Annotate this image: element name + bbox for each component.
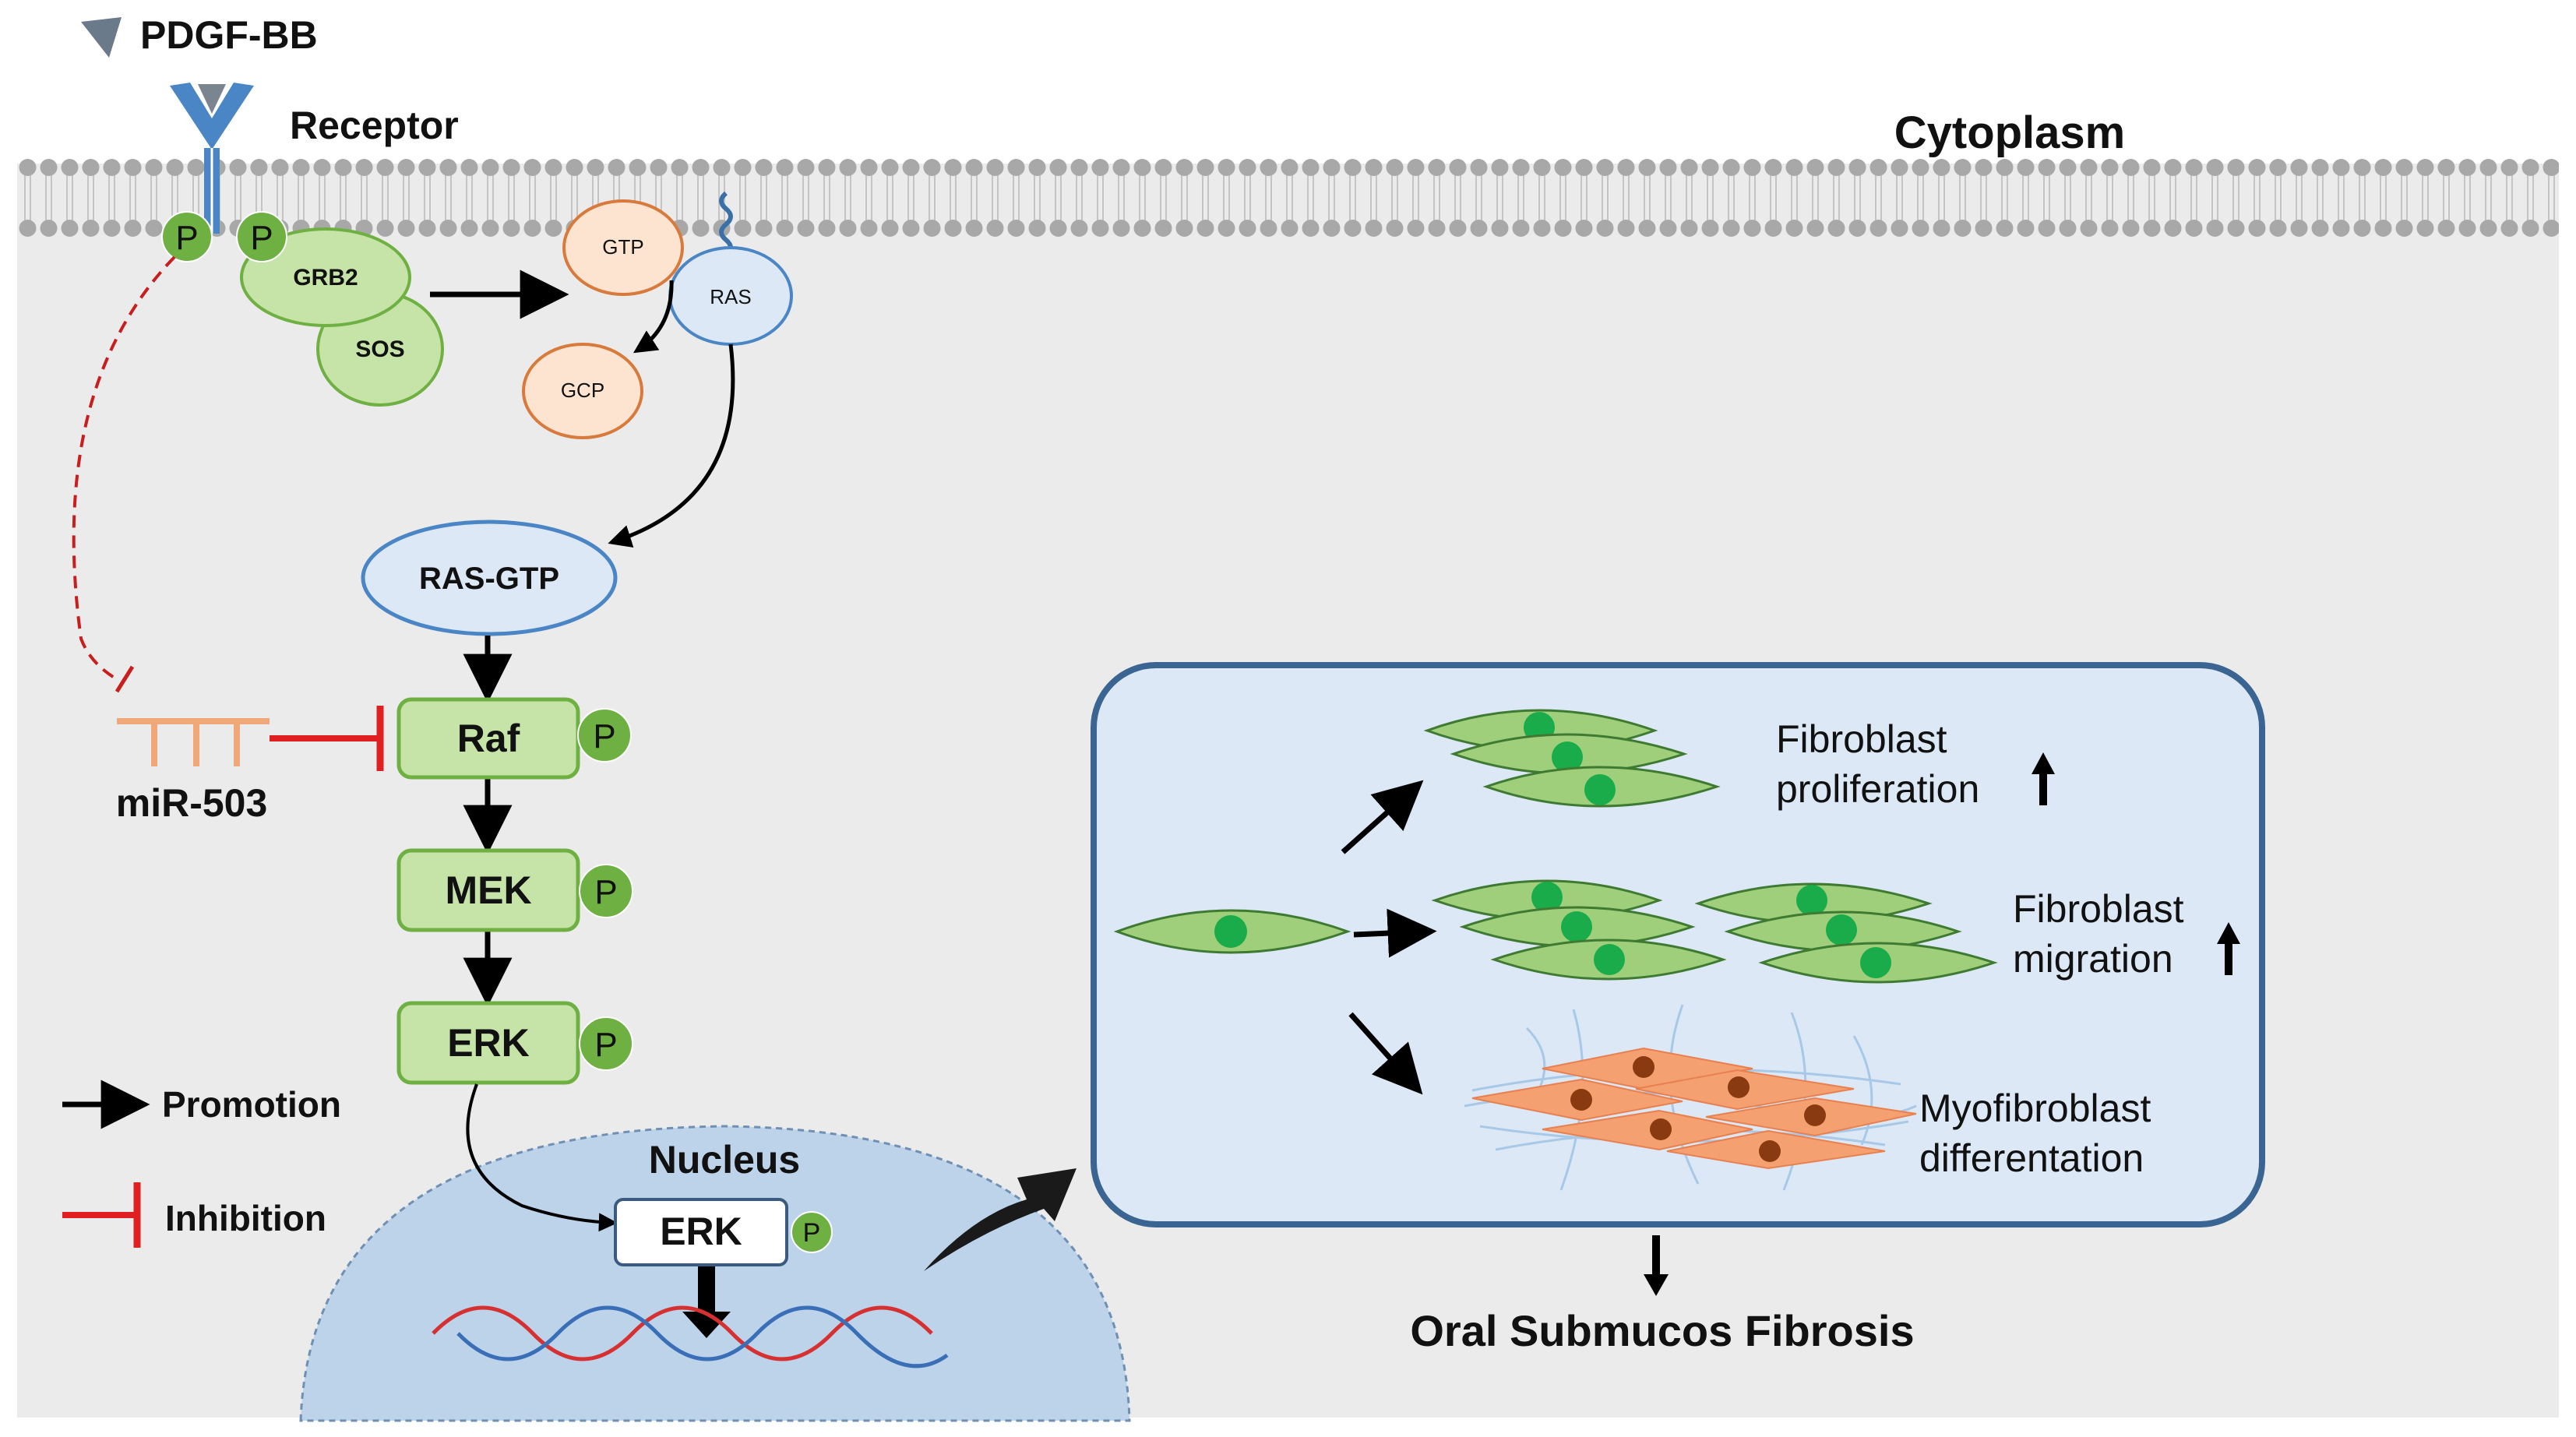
- receptor-phospho-left-label: P: [175, 219, 198, 257]
- receptor-inhibition-bar: [115, 665, 135, 693]
- receptor-label: Receptor: [290, 104, 459, 147]
- proliferation-up-arrow-icon: [2032, 752, 2055, 805]
- source-fibroblast-nucleus: [1214, 915, 1247, 948]
- mirna-icon: [117, 718, 270, 766]
- raf-label: Raf: [457, 717, 520, 760]
- legend-inhibition-label: Inhibition: [165, 1198, 326, 1238]
- migration-cells: [1431, 879, 1998, 984]
- sos-label: SOS: [355, 336, 404, 362]
- mek-phospho-label: P: [594, 873, 617, 911]
- differentiation-label-line2: differentation: [1919, 1136, 2144, 1180]
- gtp-node: [562, 199, 684, 296]
- receptor-icon: [170, 83, 254, 234]
- to-migration-arrow: [1353, 908, 1437, 958]
- mek-label: MEK: [445, 868, 531, 912]
- gcp-label: GCP: [561, 379, 604, 402]
- to-proliferation-arrow: [1341, 780, 1424, 854]
- to-differentiation-arrow: [1348, 1012, 1423, 1095]
- mirna-label: miR-503: [116, 781, 268, 825]
- box-to-disease-arrow: [1644, 1235, 1669, 1296]
- nuclear-erk-phospho-icon: [791, 1211, 833, 1253]
- erk-to-nucleus-arrow: [466, 1083, 618, 1232]
- receptor-phospho-left-icon: [161, 211, 213, 262]
- receptor-phospho-right-label: P: [250, 219, 273, 257]
- nucleus-to-outcome-arrow-icon: [924, 1168, 1077, 1271]
- disease-label: Oral Submucos Fibrosis: [1410, 1306, 1914, 1355]
- proliferation-label-line1: Fibroblast: [1776, 717, 1947, 761]
- migration-label-line2: migration: [2013, 937, 2173, 981]
- raf-phospho-icon: [577, 708, 632, 763]
- grb2-node: [240, 227, 411, 327]
- nuclear-erk-label: ERK: [660, 1210, 742, 1253]
- gcp-node: [522, 343, 643, 439]
- pdgf-bb-triangle-icon: [81, 17, 122, 58]
- nuclear-erk-phospho-label: P: [803, 1218, 821, 1248]
- ras-label: RAS: [710, 285, 751, 308]
- migration-up-arrow-icon: [2217, 922, 2240, 975]
- ras-to-ras-gtp-arrow: [608, 343, 735, 548]
- nuclear-erk-node: [614, 1198, 788, 1266]
- dna-strand-blue: [456, 1305, 949, 1368]
- erk-node: [396, 1001, 580, 1085]
- nucleus-label: Nucleus: [649, 1138, 801, 1182]
- proliferation-label-line2: proliferation: [1776, 767, 1979, 811]
- erk-phospho-label: P: [594, 1026, 617, 1064]
- raf-phospho-label: P: [593, 717, 615, 755]
- differentiation-label-line1: Myofibroblast: [1919, 1087, 2151, 1130]
- receptor-phospho-right-icon: [236, 211, 287, 262]
- mirna-to-raf-inhibition: [270, 706, 384, 771]
- erk-label: ERK: [447, 1021, 530, 1065]
- legend-promotion-label: Promotion: [162, 1084, 341, 1125]
- ras-gtp-node: [361, 520, 618, 636]
- proliferation-cells: [1423, 709, 1721, 808]
- mek-node: [396, 848, 580, 932]
- erk-to-dna-arrow: [682, 1266, 731, 1338]
- grb2-label: GRB2: [293, 265, 358, 291]
- ras-gtp-label: RAS-GTP: [419, 562, 559, 596]
- legend-inhibition-icon: [62, 1182, 141, 1248]
- cytoplasm-label: Cytoplasm: [1894, 107, 2126, 158]
- cell-membrane: [17, 156, 2559, 240]
- gtp-to-gcp-arrow: [633, 280, 674, 354]
- ligand-label: PDGF-BB: [140, 13, 318, 57]
- receptor-inhibition-dashed-line: [72, 255, 176, 681]
- gtp-label: GTP: [602, 235, 643, 259]
- myofibroblast-cells: [1471, 1047, 1917, 1170]
- mek-phospho-icon: [579, 864, 633, 918]
- migration-label-line1: Fibroblast: [2013, 887, 2184, 931]
- erk-phospho-icon: [579, 1016, 633, 1071]
